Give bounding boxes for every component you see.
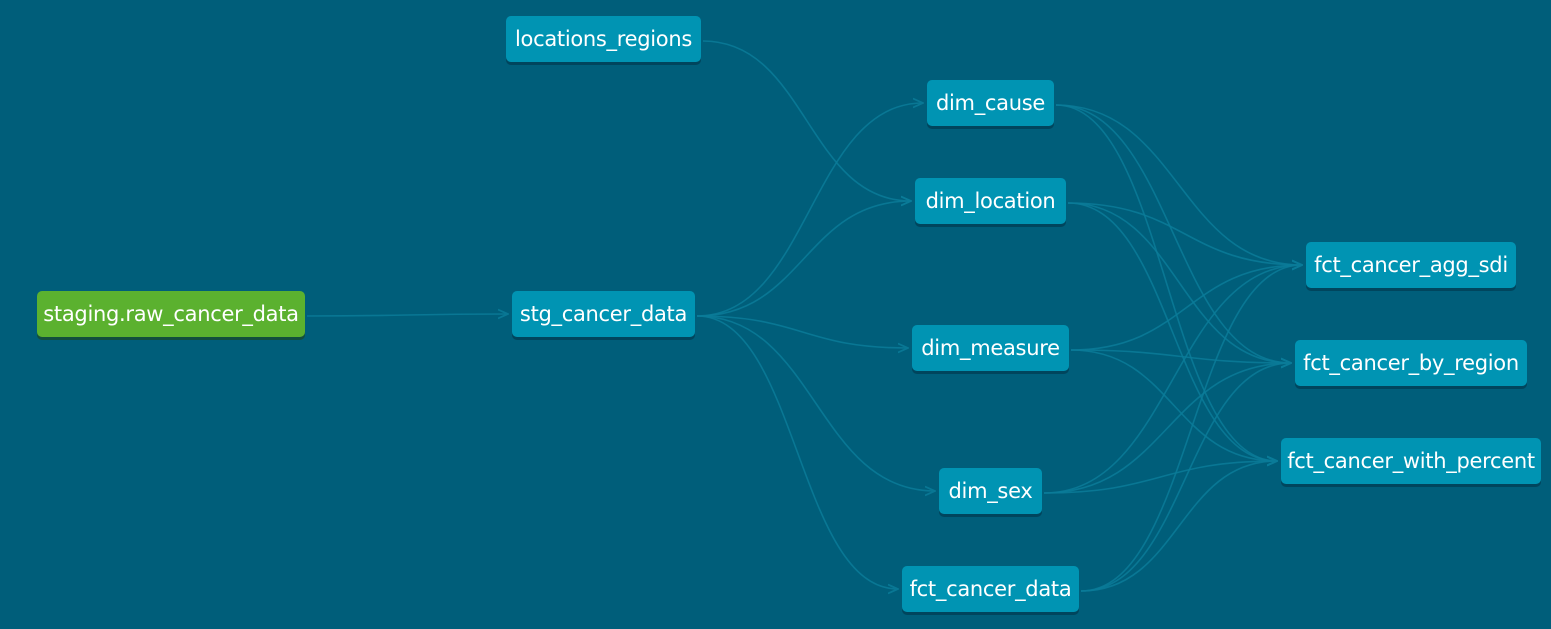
edge-loc-to-byreg <box>1067 202 1291 363</box>
node-label: locations_regions <box>514 27 693 51</box>
node-fct-cancer-by-region[interactable]: fct_cancer_by_region <box>1295 340 1527 386</box>
node-dim-location[interactable]: dim_location <box>915 178 1066 224</box>
node-fct-cancer-with-percent[interactable]: fct_cancer_with_percent <box>1281 438 1541 484</box>
node-label: stg_cancer_data <box>519 302 688 326</box>
edge-fctdata-to-aggsdi <box>1080 265 1302 592</box>
edge-cause-to-aggsdi <box>1055 104 1302 265</box>
edge-loc-to-pct <box>1067 202 1277 461</box>
edge-measure-to-aggsdi <box>1070 265 1302 351</box>
edge-sex-to-byreg <box>1043 363 1291 494</box>
edge-stg-to-sex <box>696 315 935 491</box>
node-label: fct_cancer_agg_sdi <box>1314 253 1508 277</box>
node-dim-measure[interactable]: dim_measure <box>912 325 1069 371</box>
node-label: fct_cancer_by_region <box>1303 351 1519 375</box>
edge-fctdata-to-pct <box>1080 461 1277 592</box>
edge-stg-to-cause <box>696 103 923 317</box>
edge-locreg-to-loc <box>702 40 911 201</box>
node-dim-cause[interactable]: dim_cause <box>927 80 1054 126</box>
node-label: dim_cause <box>935 91 1045 115</box>
node-label: fct_cancer_with_percent <box>1287 449 1535 473</box>
node-dim-sex[interactable]: dim_sex <box>939 468 1042 514</box>
node-label: dim_measure <box>921 336 1060 360</box>
node-label: staging.raw_cancer_data <box>43 302 299 326</box>
node-stg-cancer-data[interactable]: stg_cancer_data <box>512 291 695 337</box>
node-label: dim_location <box>925 189 1056 213</box>
edge-measure-to-byreg <box>1070 349 1291 363</box>
node-fct-cancer-data[interactable]: fct_cancer_data <box>902 566 1079 612</box>
node-fct-cancer-agg-sdi[interactable]: fct_cancer_agg_sdi <box>1306 242 1516 288</box>
edge-measure-to-pct <box>1070 349 1277 461</box>
edge-stg-to-fctdata <box>696 315 898 589</box>
node-staging-raw-cancer-data[interactable]: staging.raw_cancer_data <box>37 291 305 337</box>
edge-loc-to-aggsdi <box>1067 202 1302 265</box>
edge-sex-to-aggsdi <box>1043 265 1302 494</box>
edge-raw-to-stg <box>306 314 508 316</box>
edge-cause-to-byreg <box>1055 104 1291 363</box>
edge-stg-to-measure <box>696 315 908 348</box>
edge-cause-to-pct <box>1055 104 1277 461</box>
edge-stg-to-loc <box>696 201 911 317</box>
edge-sex-to-pct <box>1043 461 1277 494</box>
node-locations-regions[interactable]: locations_regions <box>506 16 701 62</box>
node-label: fct_cancer_data <box>909 577 1072 601</box>
edge-fctdata-to-byreg <box>1080 363 1291 592</box>
node-label: dim_sex <box>948 479 1033 503</box>
